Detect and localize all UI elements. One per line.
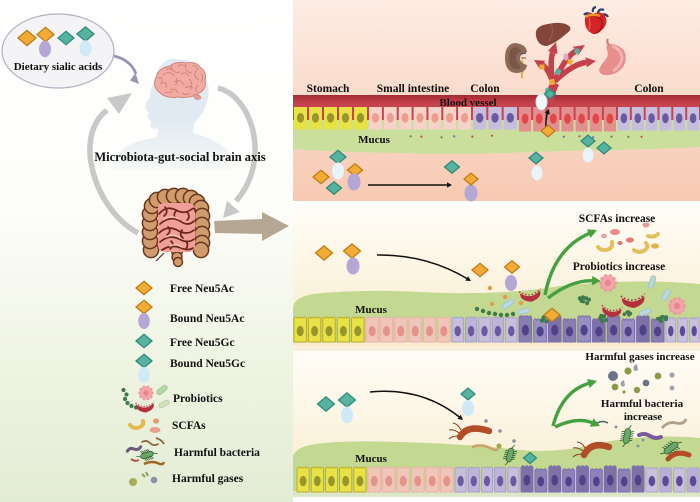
svg-text:Mucus: Mucus [355,304,388,316]
svg-text:Stomach: Stomach [307,83,350,95]
svg-text:Free Neu5Ac: Free Neu5Ac [170,283,234,295]
svg-text:Mucus: Mucus [355,453,388,465]
svg-text:Free Neu5Gc: Free Neu5Gc [170,337,235,349]
svg-text:Harmful gases increase: Harmful gases increase [585,351,694,363]
svg-text:Probiotics increase: Probiotics increase [573,261,666,273]
svg-text:Colon: Colon [634,83,664,95]
svg-text:Blood vessel: Blood vessel [439,97,496,109]
svg-text:Probiotics: Probiotics [173,393,223,405]
svg-text:SCFAs increase: SCFAs increase [579,213,656,225]
svg-text:Colon: Colon [470,83,500,95]
svg-text:Dietary sialic acids: Dietary sialic acids [14,61,103,73]
svg-text:Microbiota-gut-social brain ax: Microbiota-gut-social brain axis [94,150,265,164]
svg-text:Bound Neu5Ac: Bound Neu5Ac [170,313,244,325]
svg-text:Mucus: Mucus [358,134,391,146]
svg-text:Harmful bacteria: Harmful bacteria [601,398,684,410]
svg-text:Small intestine: Small intestine [377,83,450,95]
svg-text:Harmful bacteria: Harmful bacteria [174,447,260,459]
svg-text:Harmful gases: Harmful gases [172,473,244,485]
svg-text:SCFAs: SCFAs [172,420,206,432]
svg-text:Bound Neu5Gc: Bound Neu5Gc [170,358,245,370]
svg-text:increase: increase [624,411,662,423]
